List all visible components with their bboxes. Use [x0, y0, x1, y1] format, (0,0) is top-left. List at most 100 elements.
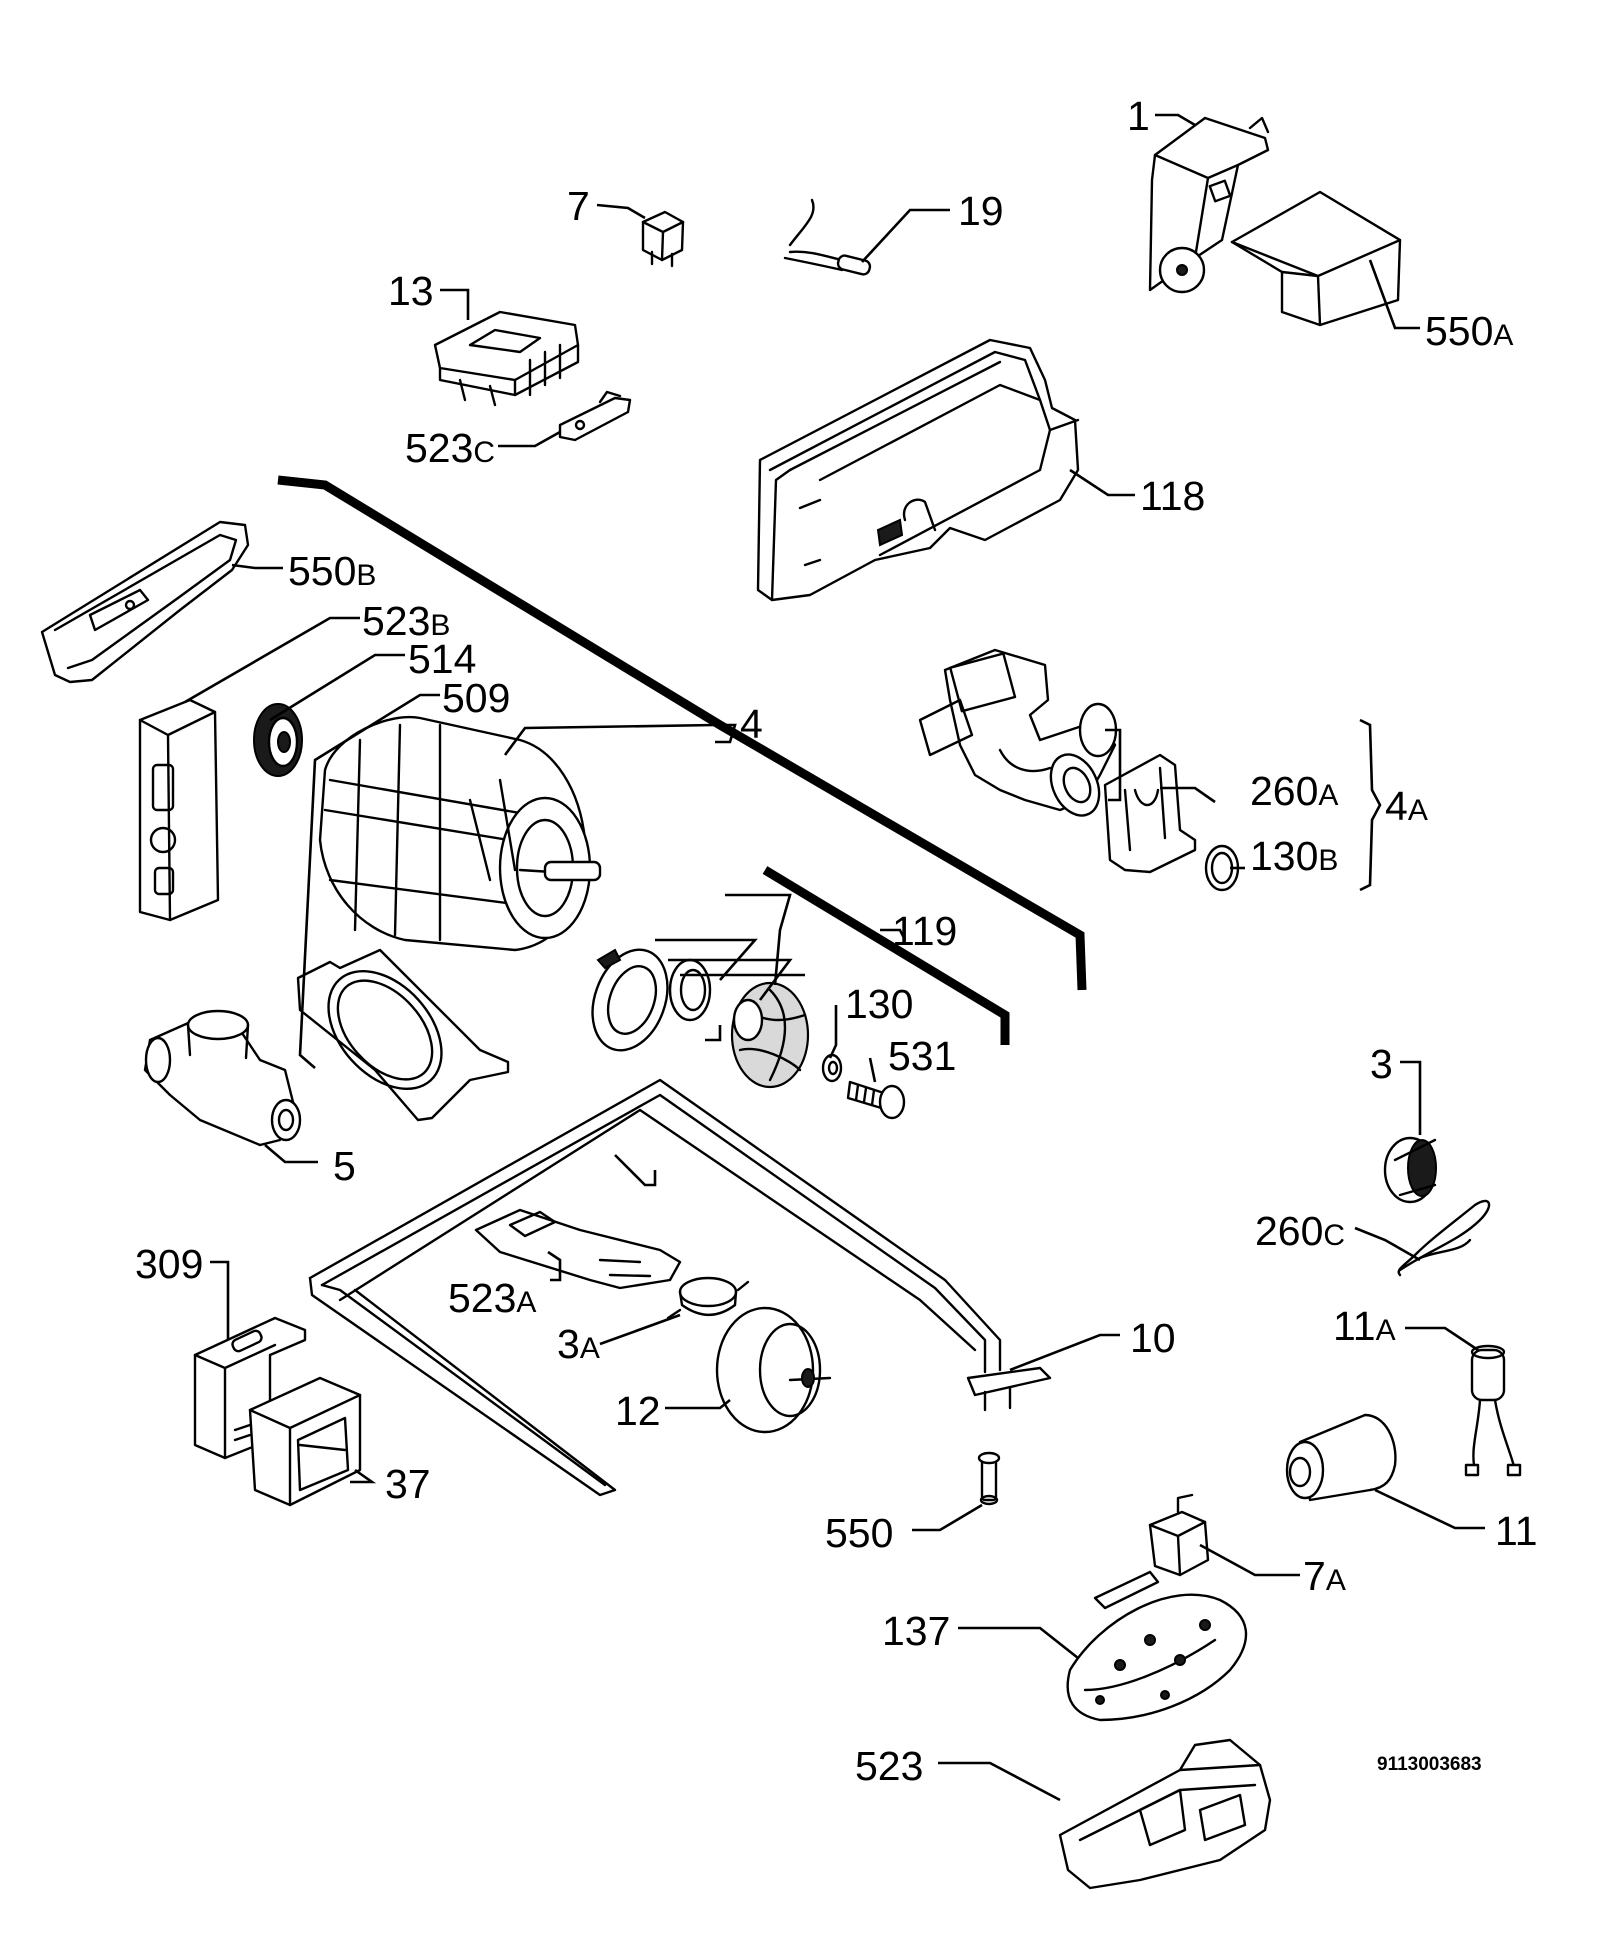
label-3a: 3A [557, 1321, 600, 1367]
label-1: 1 [1127, 93, 1150, 139]
part-130-washer [821, 1053, 843, 1083]
part-1-timer [1148, 116, 1270, 294]
label-4a: 4A [1385, 783, 1428, 829]
part-137-filter [1066, 1593, 1248, 1722]
svg-text:514: 514 [408, 636, 476, 682]
label-550a: 550A [1425, 308, 1513, 354]
label-550: 550 [825, 1510, 893, 1556]
label-12: 12 [615, 1388, 661, 1434]
svg-text:19: 19 [958, 188, 1004, 234]
svg-text:10: 10 [1130, 1315, 1176, 1361]
svg-text:550: 550 [825, 1510, 893, 1556]
part-550a-box [1230, 190, 1402, 327]
part-523-housing [1058, 1738, 1272, 1890]
part-impeller [730, 981, 810, 1089]
part-119-seal [668, 958, 712, 1022]
svg-text:309: 309 [135, 1241, 203, 1287]
label-11a: 11A [1333, 1303, 1396, 1349]
part-11a-capacitor [1464, 1344, 1522, 1477]
svg-text:130B: 130B [1250, 833, 1338, 879]
part-3-sensor [1383, 1136, 1437, 1204]
svg-text:137: 137 [882, 1608, 950, 1654]
svg-text:3A: 3A [557, 1321, 600, 1367]
part-13-terminal-block [433, 310, 580, 407]
svg-text:12: 12 [615, 1388, 661, 1434]
svg-text:550A: 550A [1425, 308, 1513, 354]
part-531-screw [846, 1080, 906, 1120]
label-523b: 523B [362, 598, 450, 644]
part-12-motor [715, 1306, 832, 1434]
label-130: 130 [845, 981, 913, 1027]
part-7-microswitch [641, 210, 685, 268]
part-550b-cover [40, 520, 250, 684]
svg-text:11: 11 [1495, 1508, 1538, 1554]
part-11-filter [1285, 1413, 1397, 1502]
label-523: 523 [855, 1743, 923, 1789]
drawing-code: 9113003683 [1377, 1754, 1482, 1775]
label-7a: 7A [1303, 1553, 1346, 1599]
label-5: 5 [333, 1143, 356, 1189]
part-550-pin [977, 1451, 1001, 1506]
label-309: 309 [135, 1241, 203, 1287]
part-3a-thermostat [666, 1276, 750, 1320]
part-514-ring [253, 703, 303, 777]
label-118: 118 [1140, 473, 1205, 519]
svg-text:5: 5 [333, 1143, 356, 1189]
svg-text:118: 118 [1140, 473, 1205, 519]
part-7a-switch [1093, 1493, 1210, 1610]
part-509-gasket [296, 948, 510, 1122]
svg-text:523B: 523B [362, 598, 450, 644]
label-13: 13 [388, 268, 434, 314]
label-523a: 523A [448, 1275, 536, 1321]
svg-text:260A: 260A [1250, 768, 1338, 814]
label-260c: 260C [1255, 1208, 1345, 1254]
svg-text:509: 509 [442, 675, 510, 721]
svg-text:3: 3 [1370, 1041, 1393, 1087]
part-37-connector [248, 1376, 362, 1507]
label-119: 119 [892, 908, 957, 954]
part-4-motor [318, 715, 602, 952]
part-523b-panel [138, 698, 220, 922]
label-550b: 550B [288, 548, 376, 594]
svg-text:523: 523 [855, 1743, 923, 1789]
part-10-heater [308, 1078, 1052, 1497]
label-11: 11 [1495, 1508, 1538, 1554]
part-309-bracket [193, 1316, 307, 1460]
svg-text:119: 119 [892, 908, 957, 954]
part-4a-drain-pump [918, 648, 1118, 817]
svg-text:13: 13 [388, 268, 434, 314]
svg-text:130: 130 [845, 981, 913, 1027]
label-10: 10 [1130, 1315, 1176, 1361]
label-130b: 130B [1250, 833, 1338, 879]
part-5-valve [143, 1009, 302, 1147]
svg-text:7: 7 [567, 183, 590, 229]
label-3: 3 [1370, 1041, 1393, 1087]
svg-text:7A: 7A [1303, 1553, 1346, 1599]
label-523c: 523C [405, 425, 495, 471]
svg-text:11A: 11A [1333, 1303, 1396, 1349]
part-260a-clip [1103, 753, 1197, 874]
label-7: 7 [567, 183, 590, 229]
part-19-sensor [783, 198, 872, 276]
svg-text:550B: 550B [288, 548, 376, 594]
part-523c-clip [558, 390, 632, 442]
svg-text:4: 4 [740, 701, 763, 747]
label-531: 531 [888, 1033, 956, 1079]
label-514: 514 [408, 636, 476, 682]
group-brace-4a [1359, 718, 1382, 892]
svg-text:9113003683: 9113003683 [1377, 1754, 1482, 1775]
label-37: 37 [385, 1461, 431, 1507]
svg-text:4A: 4A [1385, 783, 1428, 829]
label-137: 137 [882, 1608, 950, 1654]
part-118-dispenser [756, 338, 1080, 602]
label-509: 509 [442, 675, 510, 721]
svg-text:523C: 523C [405, 425, 495, 471]
leader-lines [184, 113, 1485, 1802]
svg-text:260C: 260C [1255, 1208, 1345, 1254]
label-19: 19 [958, 188, 1004, 234]
part-523a-plate [474, 1208, 682, 1290]
svg-text:531: 531 [888, 1033, 956, 1079]
label-260a: 260A [1250, 768, 1338, 814]
part-119-pump-ring [591, 948, 669, 1052]
